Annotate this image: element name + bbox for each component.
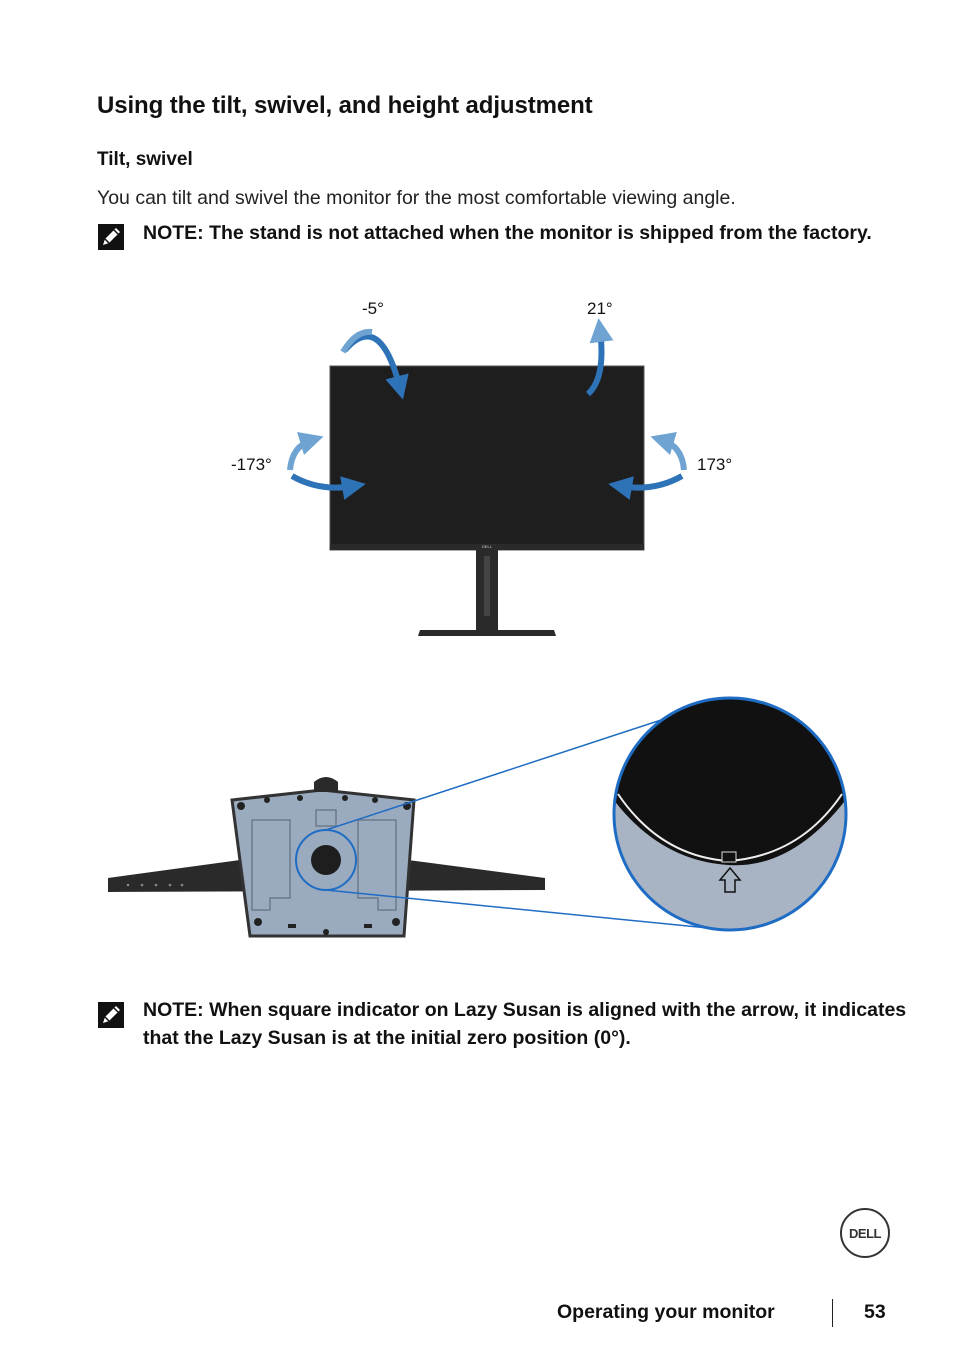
pencil-note-icon bbox=[98, 1002, 124, 1028]
tilt-forward-arrow bbox=[585, 318, 614, 397]
footer-divider bbox=[832, 1299, 833, 1327]
pencil-note-icon bbox=[98, 224, 124, 250]
swivel-right-label: 173° bbox=[697, 455, 732, 474]
swivel-right-arrow bbox=[608, 473, 684, 500]
lazy-susan-zoom bbox=[614, 698, 846, 930]
subsection-title: Tilt, swivel bbox=[97, 149, 193, 170]
tilt-back-label: -5° bbox=[362, 299, 384, 318]
lazy-susan-figure bbox=[108, 696, 848, 938]
tilt-swivel-figure: DELL -5° 21° -173° 173° bbox=[231, 299, 732, 636]
note-lazy-susan: NOTE: When square indicator on Lazy Susa… bbox=[143, 999, 907, 1049]
bezel-logo: DELL bbox=[482, 544, 493, 549]
square-indicator bbox=[721, 851, 737, 863]
swivel-left-arrow bbox=[290, 473, 366, 500]
dell-logo-icon: DELL bbox=[840, 1208, 890, 1258]
monitor-stand-base bbox=[418, 630, 556, 636]
note-stand-shipping: NOTE: The stand is not attached when the… bbox=[143, 222, 872, 244]
page-number: 53 bbox=[864, 1301, 886, 1323]
footer-section-name: Operating your monitor bbox=[557, 1301, 775, 1323]
zero-position-arrow-icon bbox=[718, 866, 742, 893]
monitor-screen bbox=[329, 365, 645, 551]
swivel-left-label: -173° bbox=[231, 455, 272, 474]
section-title: Using the tilt, swivel, and height adjus… bbox=[97, 92, 593, 119]
intro-paragraph: You can tilt and swivel the monitor for … bbox=[97, 187, 736, 209]
tilt-forward-label: 21° bbox=[587, 299, 613, 318]
